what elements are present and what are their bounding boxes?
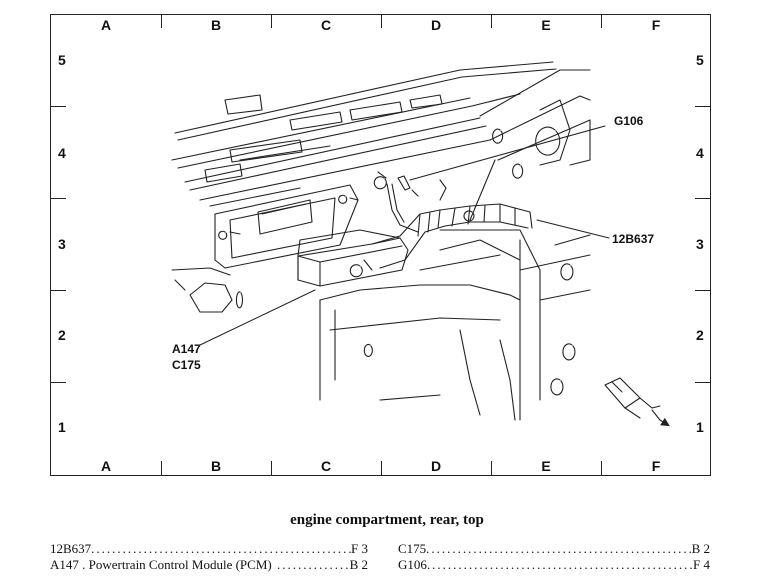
grid-tick xyxy=(271,461,272,476)
grid-tick xyxy=(381,461,382,476)
leader-harness xyxy=(536,219,610,239)
grid-tick xyxy=(601,461,602,476)
legend-code: 12B637 xyxy=(50,541,92,556)
row-label-4-right: 4 xyxy=(696,145,704,161)
col-label-e-bottom: E xyxy=(541,458,551,474)
legend-location: B 2 xyxy=(691,541,710,556)
col-label-d-top: D xyxy=(430,17,442,33)
col-label-b-bottom: B xyxy=(210,458,222,474)
diagram-frame xyxy=(50,14,711,476)
legend-leader-dots: ........................................… xyxy=(91,541,351,556)
row-label-1-left: 1 xyxy=(58,419,66,435)
grid-tick xyxy=(491,14,492,28)
leader-g106 xyxy=(409,125,606,181)
callout-g106: G106 xyxy=(614,114,644,128)
col-label-b-top: B xyxy=(210,17,222,33)
harness xyxy=(371,179,533,269)
grid-tick xyxy=(161,461,162,476)
row-label-1-right: 1 xyxy=(696,419,704,435)
grid-tick xyxy=(695,382,711,383)
col-label-f-top: F xyxy=(651,17,661,33)
grid-tick xyxy=(50,382,66,383)
left-panel xyxy=(171,267,243,313)
legend-row: G106 ...................................… xyxy=(398,557,710,573)
grid-tick xyxy=(695,290,711,291)
diagram-caption: engine compartment, rear, top xyxy=(290,512,484,528)
grid-tick xyxy=(381,14,382,28)
legend-row: A147 . Powertrain Control Module (PCM) .… xyxy=(50,557,368,573)
pcm-bracket xyxy=(214,184,359,269)
row-label-2-right: 2 xyxy=(696,327,704,343)
leader-a147 xyxy=(199,289,316,346)
callout-a147: A147 xyxy=(172,342,201,356)
grid-tick xyxy=(695,198,711,199)
col-label-c-top: C xyxy=(320,17,332,33)
legend-code: C175 xyxy=(398,541,427,556)
legend-location: B 2 xyxy=(349,557,368,572)
legend-code: A147 . Powertrain Control Module (PCM) xyxy=(50,557,272,572)
row-label-5-right: 5 xyxy=(696,52,704,68)
cowl-panel xyxy=(171,61,557,207)
col-label-e-top: E xyxy=(541,17,551,33)
firewall-structure xyxy=(439,69,591,421)
col-label-a-bottom: A xyxy=(100,458,112,474)
grid-tick xyxy=(271,14,272,28)
inner-bay xyxy=(319,239,521,421)
legend-leader-dots: ........................................… xyxy=(426,557,693,572)
col-label-a-top: A xyxy=(100,17,112,33)
row-label-3-right: 3 xyxy=(696,236,704,252)
legend-leader-dots: ................................... xyxy=(276,557,350,572)
grid-tick xyxy=(161,14,162,28)
grid-tick xyxy=(601,14,602,28)
grid-tick xyxy=(695,106,711,107)
legend-location: F 3 xyxy=(351,541,368,556)
row-label-2-left: 2 xyxy=(58,327,66,343)
row-label-4-left: 4 xyxy=(58,145,66,161)
grid-tick xyxy=(491,461,492,476)
detached-connector xyxy=(604,377,670,427)
row-label-5-left: 5 xyxy=(58,52,66,68)
legend-leader-dots: ........................................… xyxy=(426,541,691,556)
legend-location: F 4 xyxy=(693,557,710,572)
legend-code: G106 xyxy=(398,557,427,572)
callout-c175: C175 xyxy=(172,358,201,372)
ground-wire xyxy=(373,171,419,233)
legend-row: C175 ...................................… xyxy=(398,541,710,557)
grid-tick xyxy=(50,290,66,291)
col-label-d-bottom: D xyxy=(430,458,442,474)
row-label-3-left: 3 xyxy=(58,236,66,252)
callout-12b637: 12B637 xyxy=(612,232,655,246)
grid-tick xyxy=(50,106,66,107)
grid-tick xyxy=(50,198,66,199)
col-label-f-bottom: F xyxy=(651,458,661,474)
col-label-c-bottom: C xyxy=(320,458,332,474)
legend-row: 12B637 .................................… xyxy=(50,541,368,557)
